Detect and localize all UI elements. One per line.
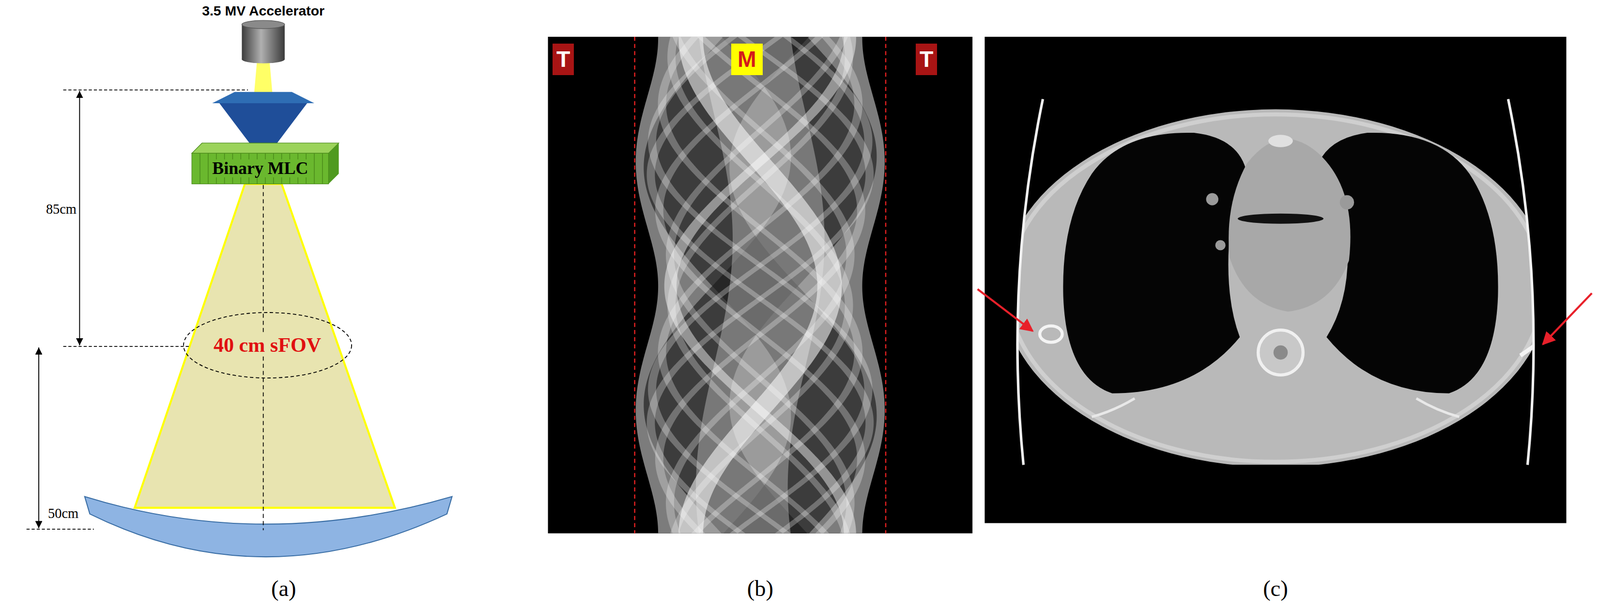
- accelerator-bottom: [241, 55, 285, 64]
- sinogram-image: [635, 36, 885, 534]
- rib: [1039, 325, 1062, 343]
- panel-a-schematic: [26, 20, 453, 557]
- sinogram-rib: [655, 36, 866, 534]
- line-part: [199, 153, 200, 184]
- pointer-arrow: [1542, 292, 1592, 344]
- sinogram-rib: [646, 36, 874, 534]
- body-skin: [1008, 114, 1543, 462]
- vertebra: [1258, 329, 1304, 375]
- region-letter: M: [737, 47, 757, 72]
- panel-label: (a): [271, 576, 297, 601]
- dimension-extension: [63, 89, 248, 91]
- dimension-arrow: [78, 91, 80, 346]
- dimension-extension: [26, 528, 94, 530]
- spinal-canal: [1273, 345, 1289, 360]
- panel-b-sinogram: [548, 36, 973, 534]
- line-part: [313, 153, 315, 184]
- mlc-top: [191, 142, 339, 154]
- sinogram-body: [635, 36, 885, 534]
- detector-arc: [84, 496, 453, 557]
- bronchus: [1237, 213, 1324, 224]
- fov-label: 40 cm sFOV: [211, 334, 324, 356]
- rib: [1092, 398, 1136, 417]
- primary-collimator: [212, 92, 315, 104]
- dimension-arrow: [38, 347, 40, 528]
- sternum: [1268, 134, 1293, 147]
- source-beam: [254, 59, 273, 94]
- rib: [1520, 328, 1556, 356]
- fov-boundary: [885, 36, 887, 534]
- dimension-label: 50cm: [46, 506, 80, 521]
- dimension-extension: [63, 345, 190, 347]
- sinogram-ground: [548, 36, 973, 534]
- ct-ground: [984, 36, 1567, 524]
- pointer-arrow: [977, 289, 1033, 331]
- beam-cone: [134, 184, 395, 508]
- region-tag: M: [731, 43, 763, 76]
- fov-ellipse: 40 cm sFOV: [182, 311, 353, 379]
- heart: [1228, 138, 1351, 312]
- mlc-front: [191, 153, 329, 184]
- mlc-leaves: [200, 153, 323, 184]
- vessel: [1339, 195, 1355, 210]
- region-tag: T: [552, 43, 574, 76]
- sinogram-rib: [646, 36, 874, 534]
- ct-body: [1001, 109, 1555, 467]
- fov-boundary: [633, 36, 636, 534]
- sinogram-lung: [643, 36, 877, 534]
- fov-outline: [183, 312, 352, 378]
- component-name: Binary MLC: [210, 159, 310, 178]
- left-lung: [1062, 132, 1247, 394]
- sinogram-rib: [647, 36, 873, 534]
- panel-label: (c): [1262, 576, 1289, 601]
- line-part: [207, 153, 209, 184]
- mlc-side: [328, 142, 339, 184]
- mlc-box: Binary MLC: [193, 153, 327, 183]
- accelerator-cylinder: [241, 24, 285, 60]
- line-part: [322, 153, 323, 184]
- vessel: [1215, 240, 1226, 251]
- fov-edge-arc: [1017, 99, 1043, 465]
- rib: [1416, 398, 1460, 417]
- accelerator-label: 3.5 MV Accelerator: [181, 1, 345, 21]
- center-axis: [262, 184, 264, 531]
- vessel: [1206, 193, 1219, 206]
- sinogram-lung: [643, 36, 877, 534]
- component-name: 3.5 MV Accelerator: [201, 3, 325, 19]
- accelerator-top: [241, 20, 285, 29]
- panel-label: (b): [747, 576, 774, 601]
- fov-edge-arc: [1507, 99, 1534, 465]
- body-tissue: [1001, 109, 1549, 467]
- region-letter: T: [919, 47, 934, 72]
- dimension-label: 85cm: [44, 201, 78, 217]
- region-letter: T: [556, 47, 570, 72]
- panel-c-ct-image: [977, 36, 1593, 524]
- region-tag: T: [915, 43, 938, 76]
